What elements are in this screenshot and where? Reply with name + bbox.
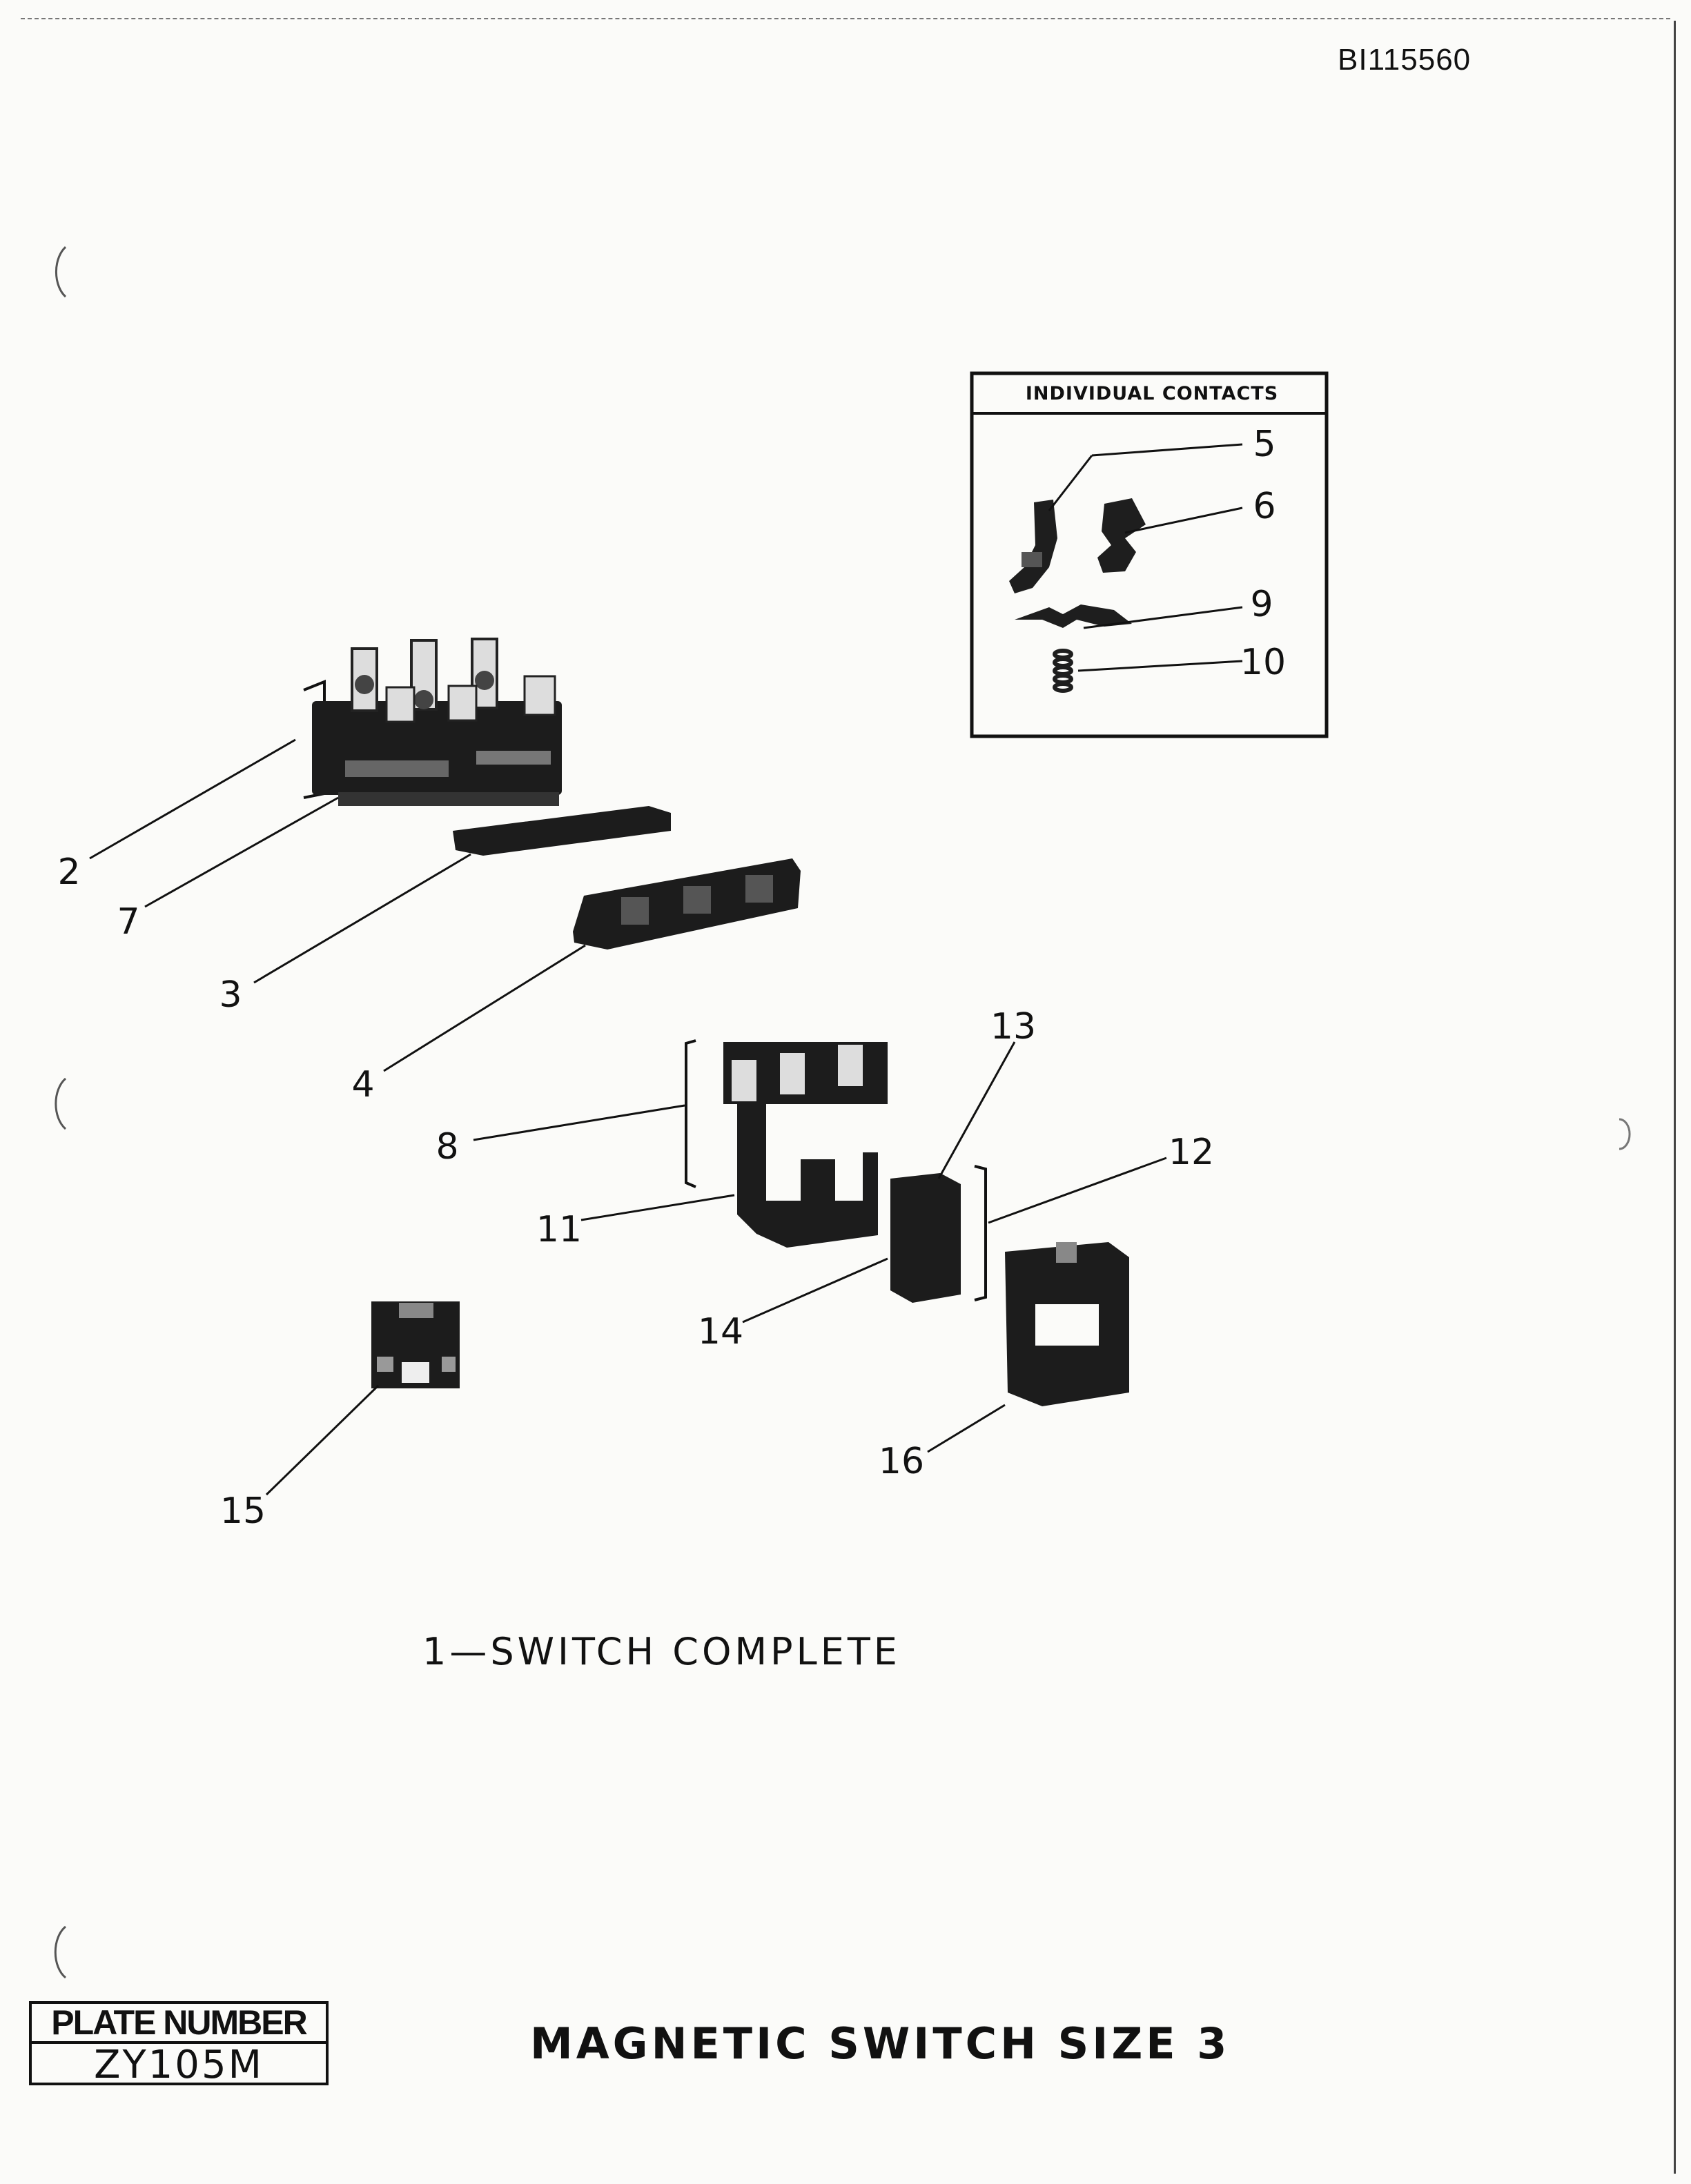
callout-14: 14: [697, 1311, 744, 1352]
callout-3: 3: [219, 974, 242, 1016]
callout-11: 11: [536, 1209, 583, 1250]
contact-5: [1009, 500, 1057, 593]
armature-magnet: [685, 1039, 888, 1248]
contact-9: [1015, 604, 1132, 628]
top-edge-rule: [21, 18, 1670, 19]
inset-box: [970, 371, 1329, 738]
auxiliary-block: [371, 1301, 460, 1388]
callout-2: 2: [57, 852, 81, 893]
callout-13: 13: [990, 1006, 1037, 1047]
figure-caption: 1—SWITCH COMPLETE: [422, 1630, 901, 1673]
contact-base-assembly: [303, 638, 562, 806]
callout-7: 7: [117, 901, 140, 943]
plate-number-value: ZY105M: [94, 2042, 264, 2087]
right-edge-rule: [1674, 21, 1676, 2174]
document-id: BI115560: [1338, 43, 1472, 77]
callout-8: 8: [436, 1126, 459, 1168]
callout-16: 16: [878, 1441, 925, 1482]
contact-bar: [453, 806, 671, 856]
callout-6: 6: [1253, 486, 1276, 527]
plate-number-box: PLATE NUMBER ZY105M: [29, 2001, 329, 2087]
callout-12: 12: [1168, 1132, 1215, 1173]
plate-number-label: PLATE NUMBER: [32, 2003, 326, 2044]
contact-6: [1097, 498, 1146, 573]
callout-9: 9: [1250, 584, 1273, 625]
callout-4: 4: [351, 1064, 375, 1105]
coil: [1005, 1242, 1129, 1406]
contact-carrier: [573, 858, 801, 950]
callout-10: 10: [1240, 642, 1287, 683]
callout-15: 15: [219, 1491, 266, 1532]
magnet-block: [890, 1165, 987, 1303]
leader-lines: [89, 443, 1243, 1496]
callout-5: 5: [1253, 424, 1276, 465]
page-title: MAGNETIC SWITCH SIZE 3: [530, 2018, 1231, 2069]
spring-10: [1053, 649, 1073, 693]
binder-hole-icon: [54, 246, 67, 1979]
inset-title: INDIVIDUAL CONTACTS: [1025, 382, 1279, 404]
